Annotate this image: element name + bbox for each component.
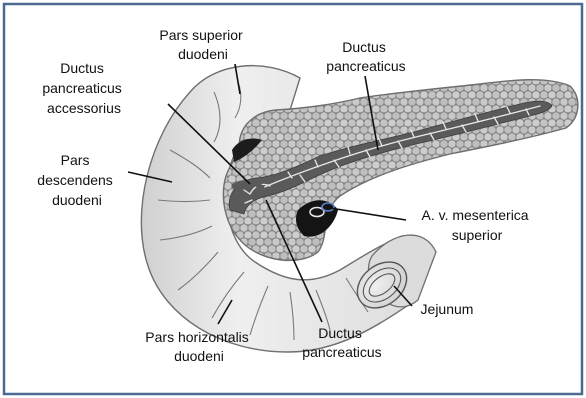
label-jejunum: Jejunum: [421, 301, 474, 317]
